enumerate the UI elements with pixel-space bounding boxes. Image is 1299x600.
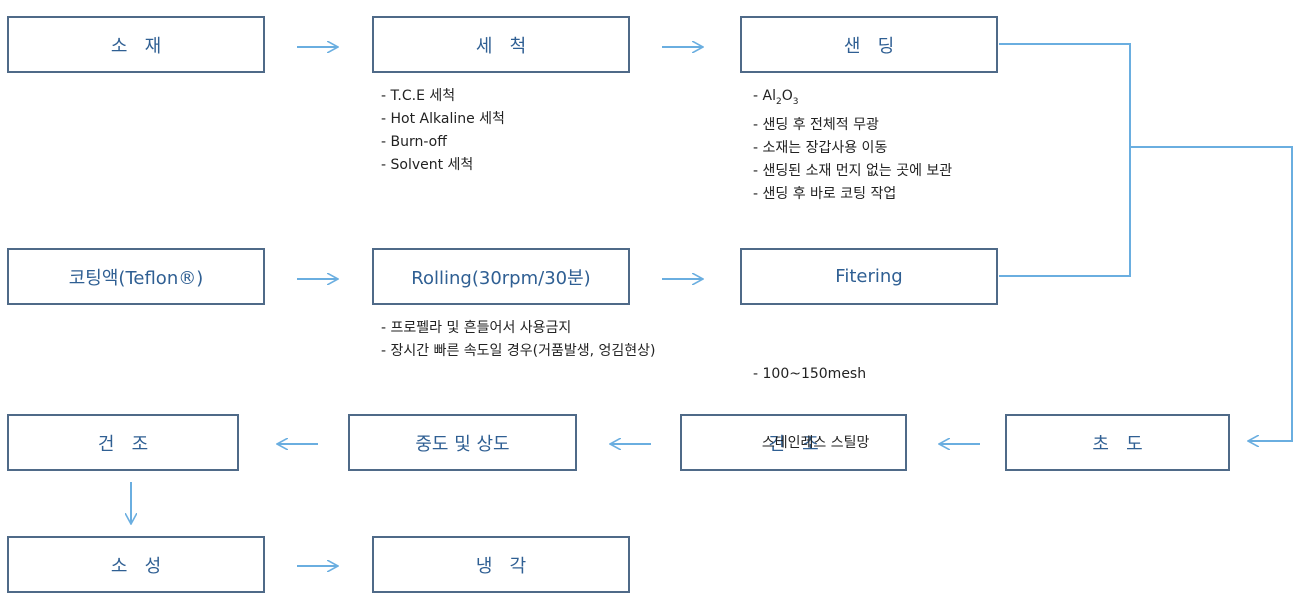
note-item: - 샌딩 후 전체적 무광 — [753, 116, 879, 133]
sanding-notes: - Al2O3 - 샌딩 후 전체적 무광 - 소재는 장갑사용 이동 - 샌딩… — [753, 85, 952, 206]
note-item: - 프로펠라 및 흔들어서 사용금지 — [381, 320, 572, 336]
note-item: - 장시간 빠른 속도일 경우(거품발생, 엉김현상) — [381, 343, 656, 359]
note-item: - 100~150mesh — [753, 366, 867, 382]
filtering-notes: - 100~150mesh 스테인레스 스틸망 — [753, 317, 869, 478]
step-cooling: 냉 각 — [372, 536, 630, 593]
connector-sand-to-filter — [999, 43, 1131, 277]
step-drying-primer: 건 조 — [680, 414, 907, 471]
step-filtering: Fitering — [740, 248, 998, 305]
note-item: - Solvent 세척 — [381, 157, 474, 173]
step-baking: 소 성 — [7, 536, 265, 593]
oxide-subscript-2: 3 — [792, 96, 799, 107]
step-cleaning: 세 척 — [372, 16, 630, 73]
step-drying-final: 건 조 — [7, 414, 239, 471]
step-raw-material: 소 재 — [7, 16, 265, 73]
note-item: - Burn-off — [381, 134, 447, 150]
rolling-notes: - 프로펠라 및 흔들어서 사용금지 - 장시간 빠른 속도일 경우(거품발생,… — [381, 317, 656, 363]
step-sanding: 샌 딩 — [740, 16, 998, 73]
oxide-subscript-1: 2 — [775, 96, 782, 107]
note-item: - 소재는 장갑사용 이동 — [753, 139, 888, 156]
step-rolling: Rolling(30rpm/30분) — [372, 248, 630, 305]
note-item: - 샌딩된 소재 먼지 없는 곳에 보관 — [753, 162, 953, 179]
step-coating-liquid: 코팅액(Teflon®) — [7, 248, 265, 305]
note-item: - 샌딩 후 바로 코팅 작업 — [753, 185, 897, 202]
note-item: - Hot Alkaline 세척 — [381, 111, 505, 127]
note-item: 스테인레스 스틸망 — [753, 435, 870, 451]
oxide-mid: O — [781, 88, 793, 104]
oxide-prefix: - Al — [753, 88, 776, 104]
step-mid-top-coat: 중도 및 상도 — [348, 414, 577, 471]
cleaning-notes: - T.C.E 세척 - Hot Alkaline 세척 - Burn-off … — [381, 85, 505, 177]
note-item: - T.C.E 세척 — [381, 88, 456, 104]
step-primer: 초 도 — [1005, 414, 1230, 471]
note-item-oxide: - Al2O3 — [753, 85, 952, 114]
arrow-connector-to-primer — [1130, 146, 1293, 441]
